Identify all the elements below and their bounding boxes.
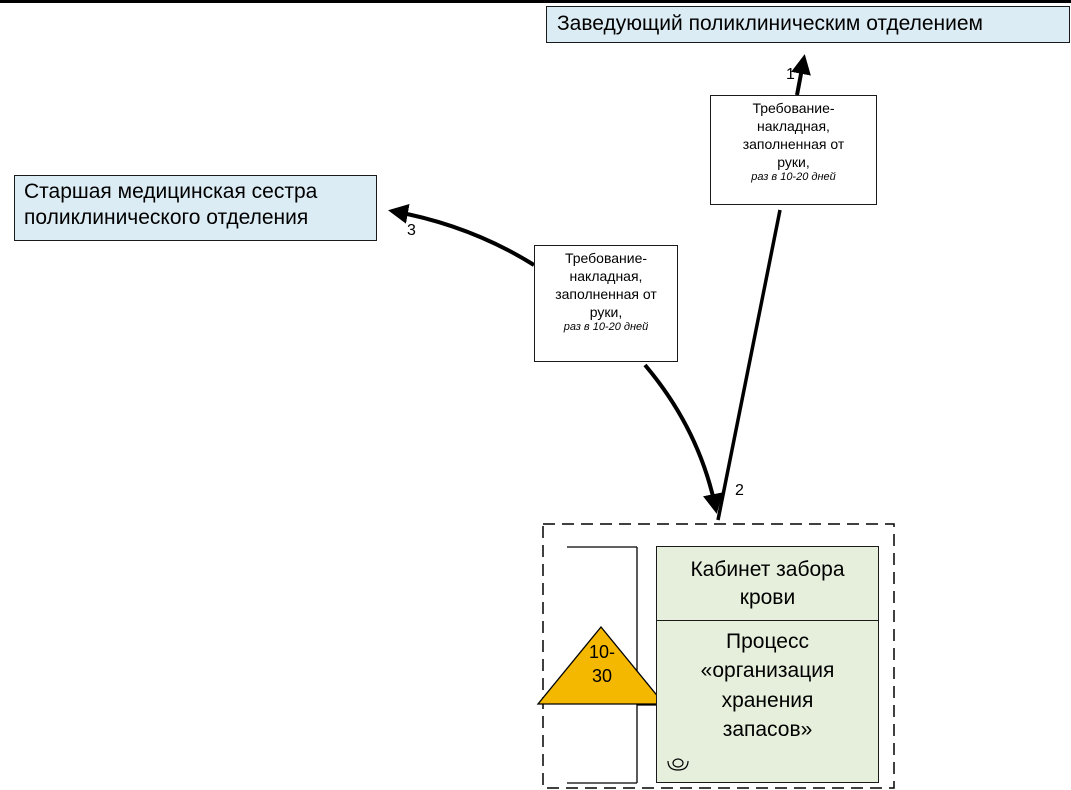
flow-number-3: 3 [407, 222, 416, 239]
head-of-department-box: Заведующий поликлиническим отделением [546, 6, 1070, 43]
doc-frequency: раз в 10-20 дней [563, 321, 649, 333]
document-box-2: Требование- накладная, заполненная от ру… [534, 245, 678, 362]
arrow-3 [388, 203, 536, 267]
inventory-label: 10- 30 [582, 640, 622, 688]
doc-line: заполненная от [742, 136, 845, 152]
process-title-line2: крови [739, 585, 796, 609]
process-title-line1: Кабинет забора [690, 558, 845, 582]
document-box-1: Требование- накладная, заполненная от ру… [710, 95, 877, 205]
inventory-line1: 10- [588, 642, 615, 662]
workplace-area [542, 523, 895, 789]
flow-number-2: 2 [735, 482, 744, 499]
doc-line: накладная, [569, 268, 643, 284]
process-body-line: Процесс [726, 630, 809, 653]
process-body: Процесс «организация хранения запасов» [657, 621, 878, 745]
doc-line: руки, [777, 154, 810, 170]
doc-frequency: раз в 10-20 дней [751, 171, 836, 183]
doc-line: руки, [589, 304, 623, 320]
head-of-department-label: Заведующий поликлиническим отделением [557, 12, 983, 35]
senior-nurse-line2: поликлинического отделения [24, 206, 309, 230]
process-body-line: хранения [721, 688, 814, 712]
process-body-line: «организация [700, 659, 835, 683]
senior-nurse-line1: Старшая медицинская сестра [24, 180, 318, 203]
doc-line: Требование- [564, 250, 648, 266]
process-title: Кабинет забора крови [657, 547, 878, 621]
senior-nurse-box: Старшая медицинская сестра поликлиническ… [14, 175, 377, 241]
storage-shelf [567, 546, 656, 784]
doc-line: накладная, [757, 118, 830, 134]
arrow-2 [643, 363, 723, 514]
process-body-line: запасов» [722, 718, 813, 742]
top-border-line [0, 0, 1071, 3]
operator-icon [667, 758, 689, 771]
process-box: Кабинет забора крови Процесс «организаци… [656, 546, 879, 783]
inventory-line2: 30 [591, 666, 613, 686]
inventory-triangle [536, 625, 666, 705]
arrow-1 [791, 54, 811, 96]
doc-line: заполненная от [555, 286, 657, 302]
arrow-1-tail [716, 209, 782, 521]
doc-line: Требование- [752, 100, 835, 116]
flow-number-1: 1 [786, 66, 795, 83]
